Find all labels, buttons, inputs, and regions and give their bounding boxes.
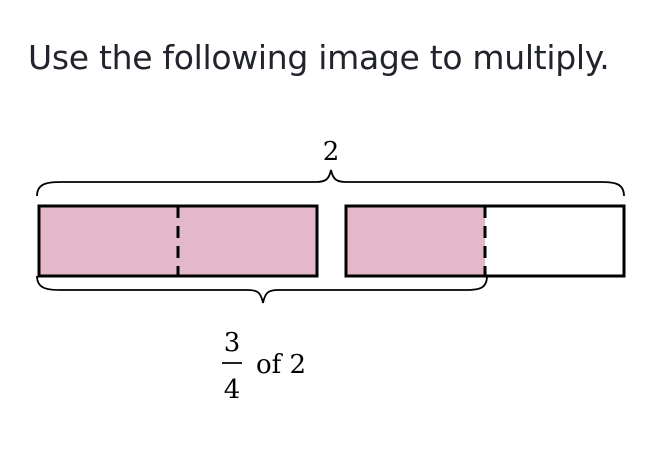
fraction-denominator: 4 <box>224 375 241 405</box>
fraction-suffix: of 2 <box>256 350 306 380</box>
fraction-numerator: 3 <box>224 328 241 358</box>
bar-1-part-2 <box>178 206 317 276</box>
bar-2 <box>344 204 626 278</box>
bar-1 <box>37 204 319 278</box>
bar-2-part-2 <box>485 206 624 276</box>
question-prompt: Use the following image to multiply. <box>28 38 610 77</box>
bottom-brace <box>36 275 488 304</box>
bar-1-part-1 <box>39 206 178 276</box>
top-brace <box>36 169 625 197</box>
fraction-label: 3 4 of 2 <box>222 328 306 405</box>
whole-label: 2 <box>323 137 340 167</box>
bar-2-part-1 <box>346 206 485 276</box>
